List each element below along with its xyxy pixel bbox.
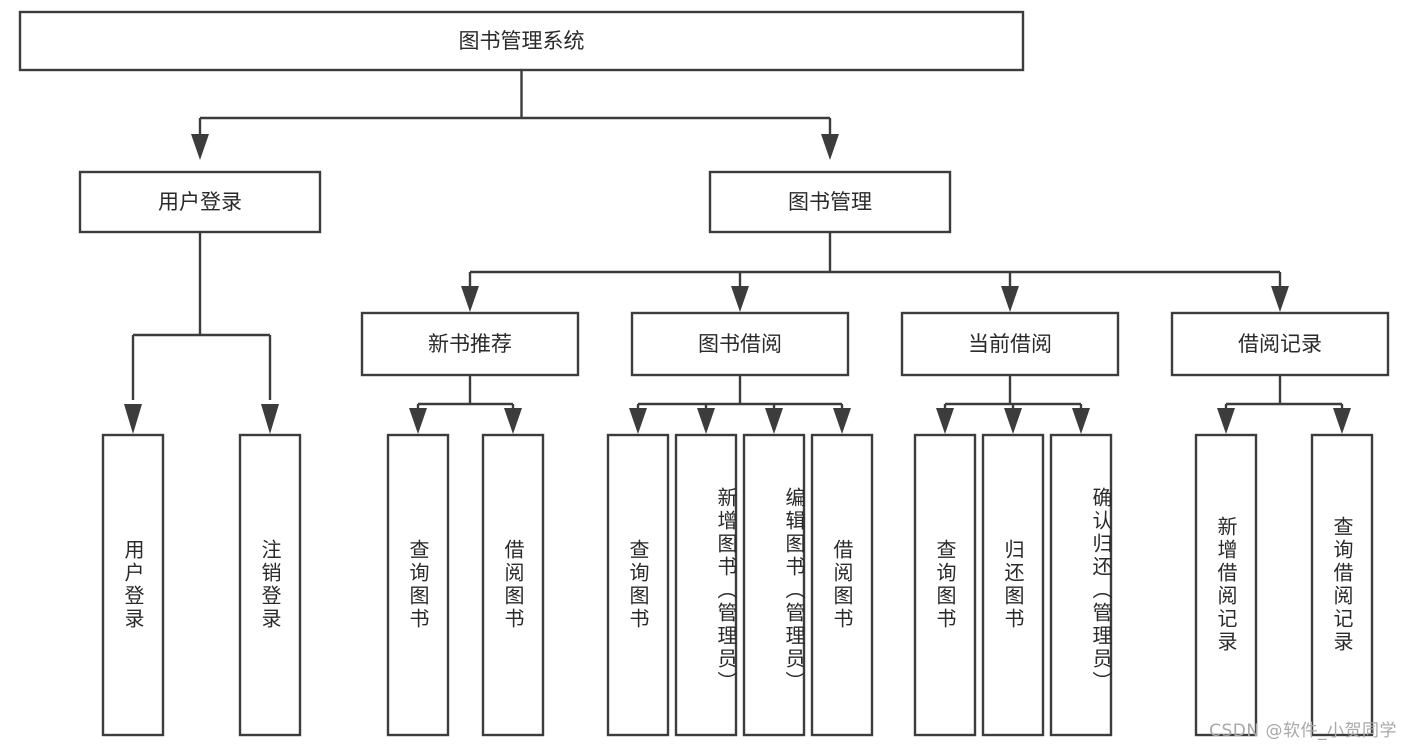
arrow-to-book-mgmt bbox=[821, 134, 839, 160]
node-root-label: 图书管理系统 bbox=[459, 29, 585, 53]
arrow-to-leaf-logout bbox=[261, 404, 279, 434]
node-book-mgmt-label: 图书管理 bbox=[788, 190, 872, 214]
arrow-to-book-borrow bbox=[731, 286, 749, 312]
connectors bbox=[124, 70, 1351, 434]
node-leaf-query-book-3[interactable] bbox=[913, 433, 977, 737]
node-leaf-query-record[interactable] bbox=[1310, 433, 1374, 737]
node-user-login-label: 用户登录 bbox=[158, 190, 242, 214]
node-new-book-rec-label: 新书推荐 bbox=[428, 332, 512, 356]
node-leaf-add-book[interactable] bbox=[674, 433, 738, 737]
arrow-to-leaf-query-book-2 bbox=[629, 408, 647, 434]
arrow-to-leaf-edit-book bbox=[765, 408, 783, 434]
arrow-to-leaf-add-record bbox=[1217, 408, 1235, 434]
arrow-to-current-borrow bbox=[1001, 286, 1019, 312]
node-user-login[interactable]: 用户登录 bbox=[78, 170, 322, 234]
node-root[interactable]: 图书管理系统 bbox=[18, 10, 1025, 72]
node-leaf-query-book-1[interactable] bbox=[386, 433, 450, 737]
node-current-borrow-label: 当前借阅 bbox=[968, 332, 1052, 356]
node-leaf-user-login[interactable] bbox=[101, 433, 165, 737]
node-leaf-borrow-book-2[interactable] bbox=[810, 433, 874, 737]
node-leaf-return-book[interactable] bbox=[981, 433, 1045, 737]
arrow-to-borrow-record bbox=[1271, 286, 1289, 312]
watermark-text: CSDN @软件_小贺同学 bbox=[1209, 721, 1397, 741]
node-borrow-record[interactable]: 借阅记录 bbox=[1170, 311, 1390, 377]
node-new-book-rec[interactable]: 新书推荐 bbox=[360, 311, 580, 377]
arrow-to-leaf-user-login bbox=[124, 404, 142, 434]
arrow-to-leaf-query-book-1 bbox=[409, 408, 427, 434]
nodes: 图书管理系统 用户登录 图书管理 新书推荐 图书借阅 当前 bbox=[18, 10, 1390, 737]
node-book-mgmt[interactable]: 图书管理 bbox=[708, 170, 952, 234]
arrow-to-leaf-query-book-3 bbox=[936, 408, 954, 434]
node-book-borrow-label: 图书借阅 bbox=[698, 332, 782, 356]
arrow-to-leaf-add-book bbox=[697, 408, 715, 434]
node-leaf-borrow-book-1[interactable] bbox=[481, 433, 545, 737]
node-leaf-edit-book[interactable] bbox=[742, 433, 806, 737]
arrow-to-new-book-rec bbox=[461, 286, 479, 312]
node-borrow-record-label: 借阅记录 bbox=[1238, 332, 1322, 356]
arrow-to-leaf-borrow-book-2 bbox=[833, 408, 851, 434]
node-leaf-logout[interactable] bbox=[238, 433, 302, 737]
arrow-to-leaf-confirm-return bbox=[1072, 408, 1090, 434]
node-leaf-confirm-return[interactable] bbox=[1049, 433, 1113, 737]
node-leaf-query-book-2[interactable] bbox=[606, 433, 670, 737]
node-leaf-add-record[interactable] bbox=[1194, 433, 1258, 737]
arrow-to-leaf-borrow-book-1 bbox=[504, 408, 522, 434]
node-current-borrow[interactable]: 当前借阅 bbox=[900, 311, 1120, 377]
arrow-to-leaf-return-book bbox=[1004, 408, 1022, 434]
arrow-to-user-login bbox=[191, 134, 209, 160]
arrow-to-leaf-query-record bbox=[1333, 408, 1351, 434]
node-book-borrow[interactable]: 图书借阅 bbox=[630, 311, 850, 377]
